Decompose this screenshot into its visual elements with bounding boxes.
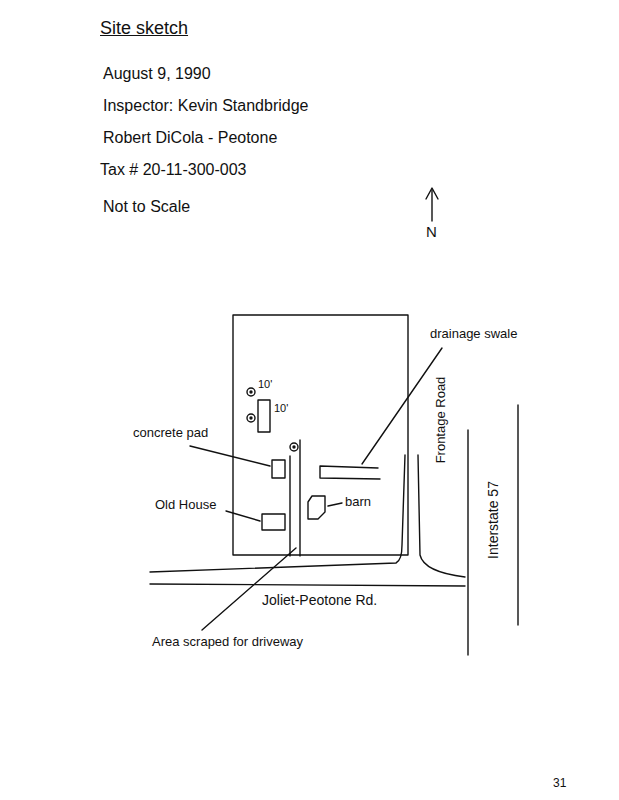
marker-circle (290, 443, 298, 451)
leader-line (362, 348, 442, 464)
marker-circle (247, 388, 255, 396)
feature-label: barn (345, 494, 371, 510)
leader-line (328, 503, 342, 506)
owner-line: Robert DiCola - Peotone (103, 128, 277, 147)
north-label: N (426, 223, 437, 241)
marker-dot (293, 446, 295, 448)
date-line: August 9, 1990 (103, 64, 211, 83)
feature-label: Area scraped for driveway (152, 634, 303, 650)
barn (308, 496, 325, 519)
inspector-line: Inspector: Kevin Standbridge (103, 96, 308, 115)
road-label: Joliet-Peotone Rd. (262, 592, 377, 609)
marker-dot (250, 417, 252, 419)
leader-line (190, 446, 270, 466)
marker-circle (247, 414, 255, 422)
driveway-edge (289, 456, 290, 556)
small-structure (258, 400, 270, 432)
feature-label: drainage swale (430, 326, 517, 342)
road-edge (150, 455, 405, 572)
feature-label: concrete pad (133, 425, 208, 441)
scale-note: Not to Scale (103, 197, 190, 216)
road-label: Interstate 57 (485, 481, 502, 559)
north-arrowhead (426, 188, 438, 199)
driveway-edge (299, 440, 300, 556)
north-arrow (431, 190, 432, 221)
concrete-pad (272, 460, 285, 478)
leader-line (202, 548, 296, 630)
dimension-label: 10' (258, 378, 272, 391)
drainage-swale (320, 466, 380, 479)
road-label: Frontage Road (433, 377, 449, 464)
leader-line (226, 511, 260, 521)
feature-label: Old House (155, 497, 216, 513)
sketch-title: Site sketch (100, 18, 188, 40)
tax-number: Tax # 20-11-300-003 (100, 160, 246, 179)
dimension-label: 10' (274, 402, 288, 415)
interstate-edge (467, 430, 468, 655)
road-edge (150, 584, 465, 586)
road-edge (418, 455, 465, 577)
old-house (262, 514, 285, 530)
interstate-edge (517, 405, 518, 625)
marker-dot (250, 391, 252, 393)
page-number: 31 (553, 776, 566, 790)
